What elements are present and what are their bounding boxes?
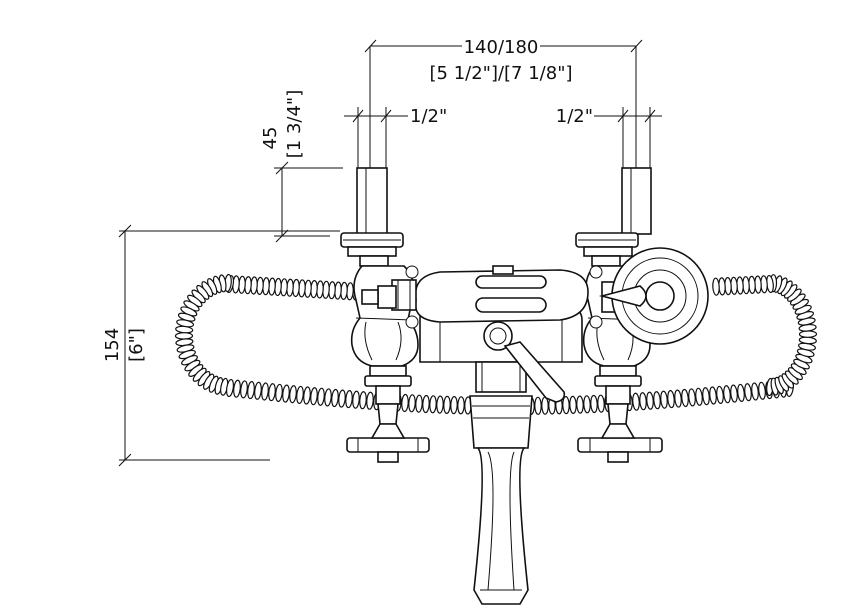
hose-ridge [429, 395, 437, 414]
hose-ridge [366, 391, 374, 410]
hose-ridge [681, 388, 689, 408]
hose-ridge [303, 386, 311, 405]
depth-in-label: [6"] [126, 328, 147, 362]
right-pipe-dimension: 1/2" [556, 106, 662, 170]
hose-ridge [310, 387, 318, 406]
hose-ridge [646, 391, 654, 410]
depth-dimension: 154 [6"] [102, 224, 340, 467]
width-in-label: [5 1/2"]/[7 1/8"] [430, 63, 573, 84]
hose-ridge [798, 330, 818, 338]
hose-ridge [702, 387, 710, 406]
hose-ridge [247, 381, 255, 400]
hose-ridge [450, 396, 458, 415]
right-pipe-label: 1/2" [556, 106, 593, 127]
right-inlet [575, 167, 652, 267]
hose-ridge [174, 332, 194, 340]
hose-ridge [541, 396, 549, 415]
hose-ridge [695, 387, 703, 406]
hose-ridge [345, 390, 353, 409]
spout [469, 395, 533, 605]
hose-ridge [436, 395, 444, 414]
hose-ridge [422, 394, 430, 414]
hose-ridge [723, 385, 731, 404]
left-pipe-label: 1/2" [410, 106, 447, 127]
hose-ridge [534, 396, 542, 415]
hose-ridge [674, 389, 682, 408]
hose-ridge [282, 384, 290, 403]
hose-ridge [667, 390, 675, 409]
height-mm-label: 45 [260, 127, 281, 150]
hose-ridge [275, 383, 283, 402]
hose-ridge [688, 388, 696, 407]
hose-ridge [712, 277, 720, 296]
hose-ridge [653, 391, 661, 410]
hose-ridge [352, 390, 360, 409]
hose-ridge [457, 396, 465, 415]
hose-ridge [569, 395, 577, 414]
hose-ridge [261, 382, 269, 401]
depth-mm-label: 154 [102, 328, 123, 362]
hose-ridge [744, 383, 752, 402]
hose-ridge [296, 385, 304, 404]
hose-ridge [289, 385, 297, 404]
hose-ridge [751, 382, 759, 401]
hose-connector-left [361, 285, 397, 309]
hose-ridge [758, 381, 766, 400]
width-mm-label: 140/180 [464, 37, 539, 58]
hose-ridge [415, 394, 423, 413]
diverter-lever [483, 321, 566, 403]
hose-ridge [562, 396, 570, 415]
left-inlet [340, 167, 404, 267]
hose-ridge [233, 379, 241, 398]
hose-ridge [268, 383, 276, 402]
hose-ridge [331, 388, 339, 408]
hose-ridge [716, 385, 724, 404]
hose-ridge [709, 386, 717, 405]
hose-ridge [632, 392, 640, 411]
hose-ridge [639, 392, 647, 411]
width-dimension: 140/180 [5 1/2"]/[7 1/8"] [364, 37, 643, 180]
hose-ridge [597, 394, 605, 413]
handshower-holder [598, 247, 709, 345]
hose-ridge [576, 395, 584, 414]
hose-ridge [737, 383, 745, 402]
hose-ridge [359, 391, 367, 410]
hose-ridge [583, 395, 591, 414]
hose-ridge [660, 390, 668, 409]
height-in-label: [1 3/4"] [284, 90, 305, 158]
hose-ridge [590, 394, 598, 414]
top-bridge [391, 265, 603, 329]
hose-ridge [408, 394, 416, 413]
hose-ridge [240, 380, 248, 399]
hose-ridge [401, 393, 409, 413]
hose-ridge [730, 384, 738, 403]
hose-ridge [317, 387, 325, 406]
hose-ridge [324, 388, 332, 407]
hose-ridge [338, 389, 346, 408]
hose-ridge [254, 381, 262, 400]
hose-ridge [443, 395, 451, 414]
left-pipe-dimension: 1/2" [344, 106, 447, 170]
height-dimension: 45 [1 3/4"] [260, 90, 343, 243]
hose-ridge [225, 378, 235, 398]
